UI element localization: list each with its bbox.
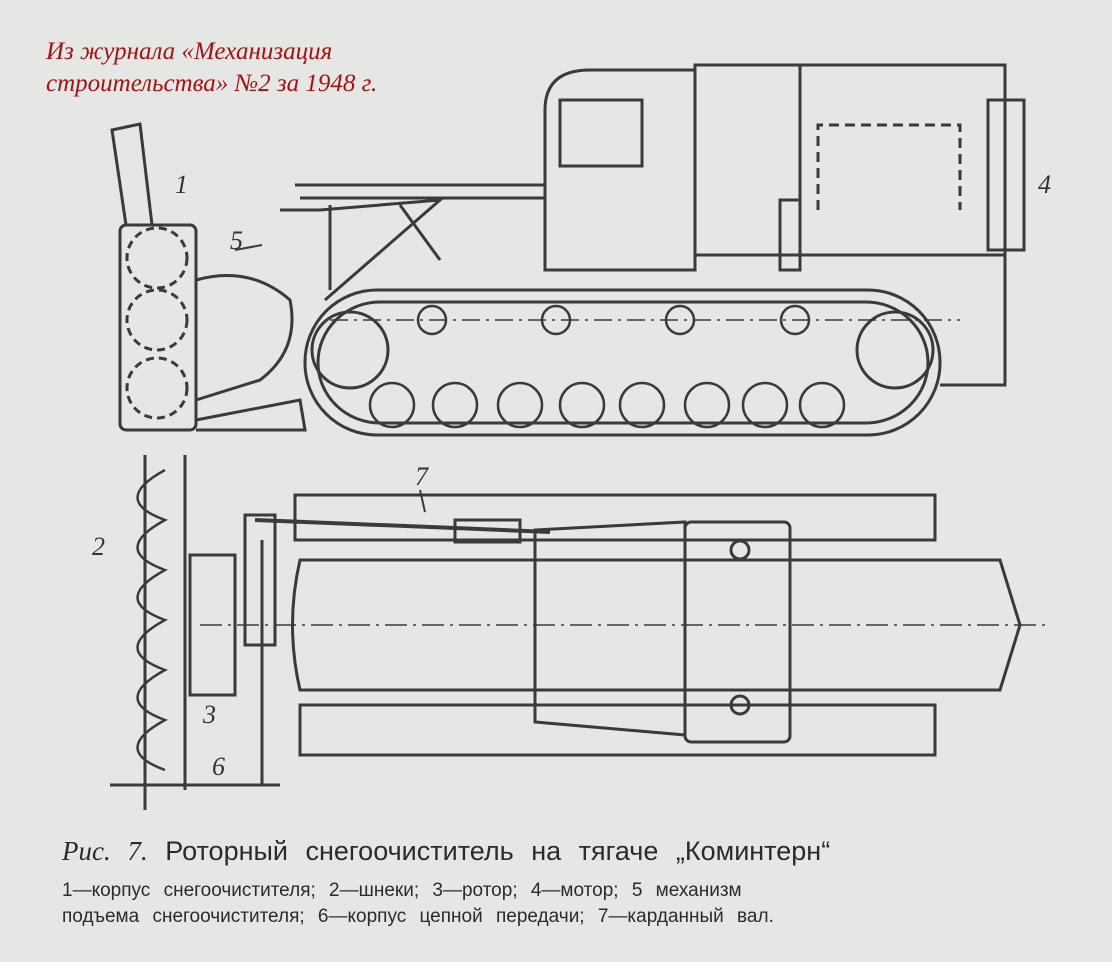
tractor-cab <box>543 68 697 272</box>
label-4: 4 <box>1038 170 1051 199</box>
label-3: 3 <box>203 700 216 729</box>
track <box>303 288 942 437</box>
rear-frame <box>940 255 1007 387</box>
label-6: 6 <box>212 752 225 781</box>
source-note-line2: строительства» №2 за 1948 г. <box>46 70 378 97</box>
motor-radiator <box>986 98 1026 252</box>
cardan-shaft <box>254 518 551 534</box>
tractor-top-view <box>291 493 1022 757</box>
label-7: 7 <box>415 462 428 491</box>
caption-title: Роторный снегоочиститель на тягаче „Коми… <box>165 836 831 866</box>
cardan-joint <box>453 518 522 544</box>
road-wheels <box>368 304 846 429</box>
lift-frame <box>280 198 445 302</box>
auger-assembly <box>110 455 280 810</box>
figure-caption: Рис. 7. Роторный снегоочиститель на тяга… <box>62 836 830 867</box>
legend-line-2: подъема снегоочистителя; 6—корпус цепной… <box>62 906 774 927</box>
engine-compartment <box>693 63 1007 272</box>
chain-housing <box>243 513 277 647</box>
rotor-housing <box>188 553 237 697</box>
caption-prefix: Рис. 7. <box>62 836 148 866</box>
legend-line-1: 1—корпус снегоочистителя; 2—шнеки; 3—рот… <box>62 880 742 901</box>
snowplow-body <box>110 122 307 432</box>
side-frame <box>295 183 545 200</box>
label-1: 1 <box>175 170 188 199</box>
source-note-line1: Из журнала «Механизация <box>46 38 333 65</box>
label-2: 2 <box>92 532 105 561</box>
label-5: 5 <box>230 226 243 255</box>
